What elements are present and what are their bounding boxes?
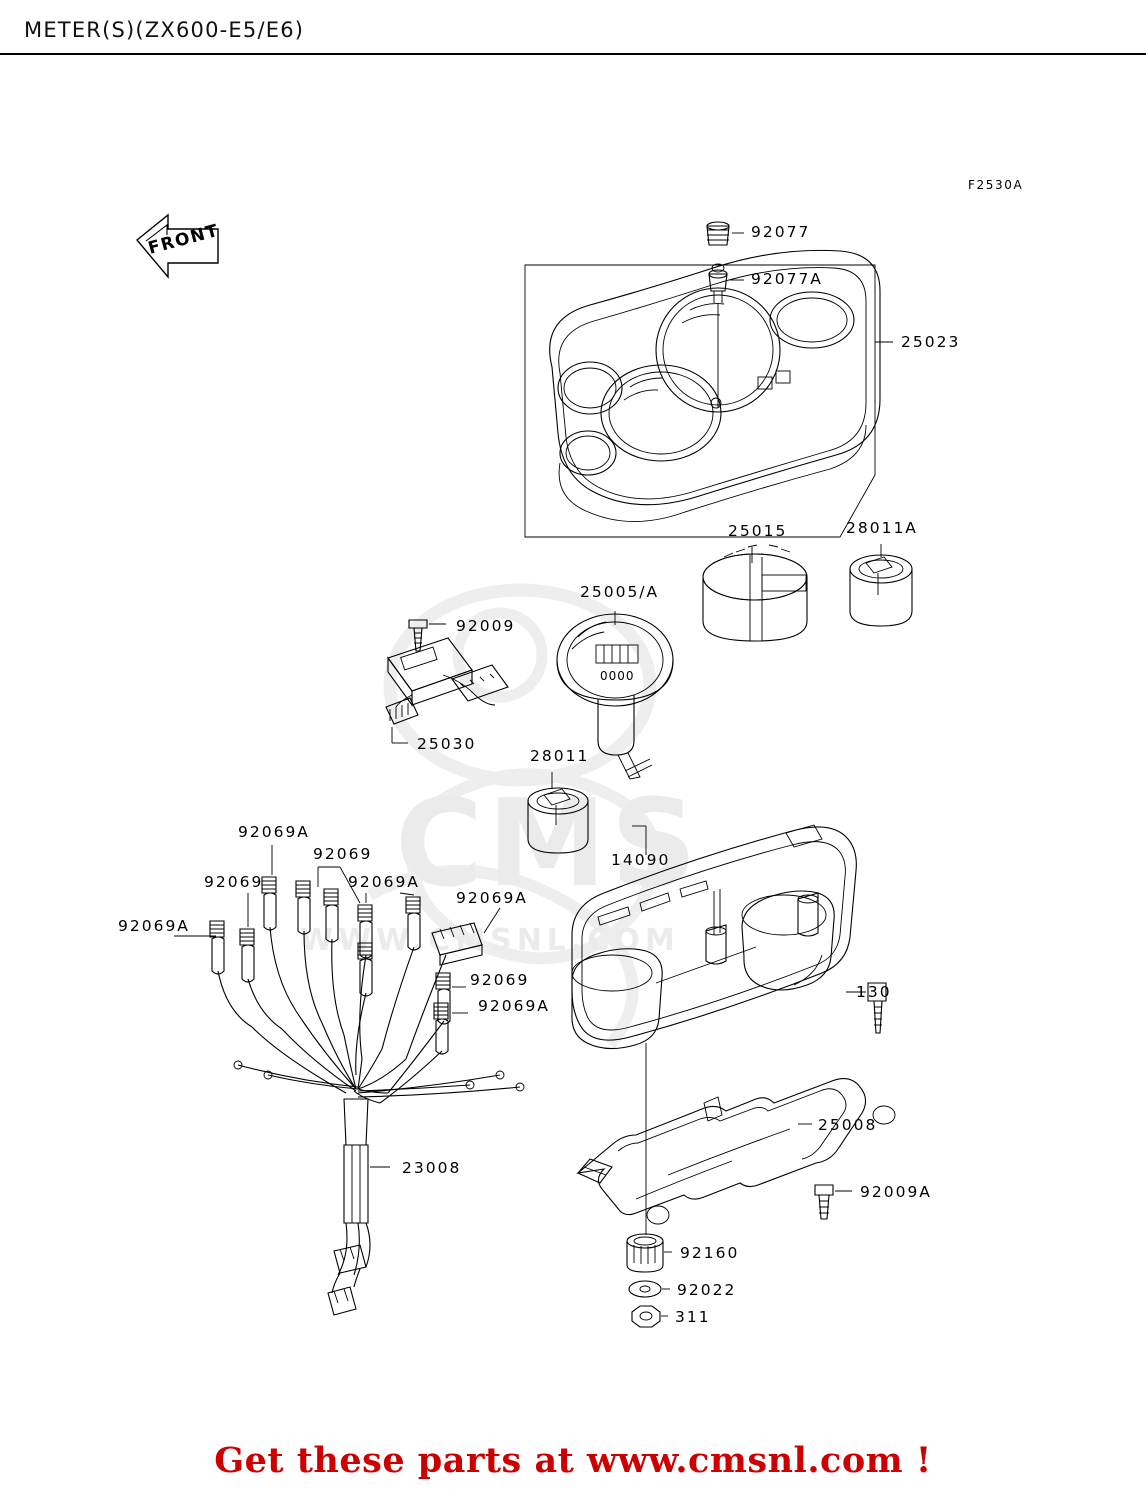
part-14090-housing bbox=[571, 824, 857, 1050]
callout-28011A: 28011A bbox=[846, 519, 918, 537]
callout-92069A-3: 92069A bbox=[456, 889, 528, 907]
callout-92069A-2: 92069A bbox=[348, 873, 420, 891]
part-92077A-bulb bbox=[708, 263, 728, 303]
meter-assembly-25023 bbox=[524, 249, 881, 538]
part-25015 bbox=[702, 544, 808, 642]
part-92077-bulb bbox=[706, 221, 730, 246]
part-25008-bracket bbox=[576, 1078, 896, 1225]
part-92160-damper bbox=[626, 1233, 664, 1273]
callout-92009: 92009 bbox=[456, 617, 515, 635]
callout-92022: 92022 bbox=[677, 1281, 736, 1299]
part-25005-speedometer: 0000 bbox=[556, 613, 674, 780]
callout-92069-2: 92069 bbox=[204, 873, 263, 891]
callout-25015: 25015 bbox=[728, 522, 787, 540]
callout-92077A: 92077A bbox=[751, 270, 823, 288]
part-28011A bbox=[849, 554, 913, 627]
callout-25008: 25008 bbox=[818, 1116, 877, 1134]
callout-92069-1: 92069 bbox=[313, 845, 372, 863]
svg-text:0000: 0000 bbox=[600, 669, 635, 683]
front-arrow-label: FRONT bbox=[146, 221, 221, 259]
callout-14090: 14090 bbox=[611, 851, 670, 869]
part-28011 bbox=[527, 787, 589, 854]
watermark-group: CMS WWW.CMSNL.COM bbox=[300, 583, 701, 1049]
svg-text:CMS: CMS bbox=[395, 775, 701, 914]
callout-28011: 28011 bbox=[530, 747, 589, 765]
front-arrow: FRONT bbox=[136, 213, 221, 279]
callout-25005A: 25005/A bbox=[580, 583, 659, 601]
callout-25023: 25023 bbox=[901, 333, 960, 351]
callout-92077: 92077 bbox=[751, 223, 810, 241]
part-92022-washer bbox=[628, 1280, 662, 1298]
callout-92069A-4: 92069A bbox=[118, 917, 190, 935]
callout-92069A-1: 92069A bbox=[238, 823, 310, 841]
footer-text: Get these parts at www.cmsnl.com ! bbox=[214, 1440, 932, 1481]
title-divider bbox=[0, 53, 1146, 55]
part-311-nut bbox=[631, 1305, 661, 1328]
part-25030-unit bbox=[385, 637, 509, 725]
callout-leaders bbox=[174, 845, 501, 1014]
callout-25030: 25030 bbox=[417, 735, 476, 753]
page-title: METER(S)(ZX600-E5/E6) bbox=[24, 18, 305, 42]
callout-92069A-5: 92069A bbox=[478, 997, 550, 1015]
part-130-bolt bbox=[867, 982, 887, 1034]
part-92009A-screw bbox=[814, 1184, 834, 1220]
callout-92009A: 92009A bbox=[860, 1183, 932, 1201]
callout-labels: 92077 92077A 25023 25015 28011A 25005/A … bbox=[118, 223, 960, 1326]
figure-code: F2530A bbox=[968, 178, 1023, 192]
callout-92160: 92160 bbox=[680, 1244, 739, 1262]
callout-92069-3: 92069 bbox=[470, 971, 529, 989]
callout-311: 311 bbox=[675, 1308, 711, 1326]
callout-130: 130 bbox=[856, 983, 892, 1001]
callout-23008: 23008 bbox=[402, 1159, 461, 1177]
part-23008-harness bbox=[209, 876, 525, 1316]
harness-bulb-capsules bbox=[211, 892, 451, 1055]
parts-diagram: CMS WWW.CMSNL.COM F2530A FRONT bbox=[118, 178, 1023, 1328]
svg-text:WWW.CMSNL.COM: WWW.CMSNL.COM bbox=[300, 923, 680, 958]
